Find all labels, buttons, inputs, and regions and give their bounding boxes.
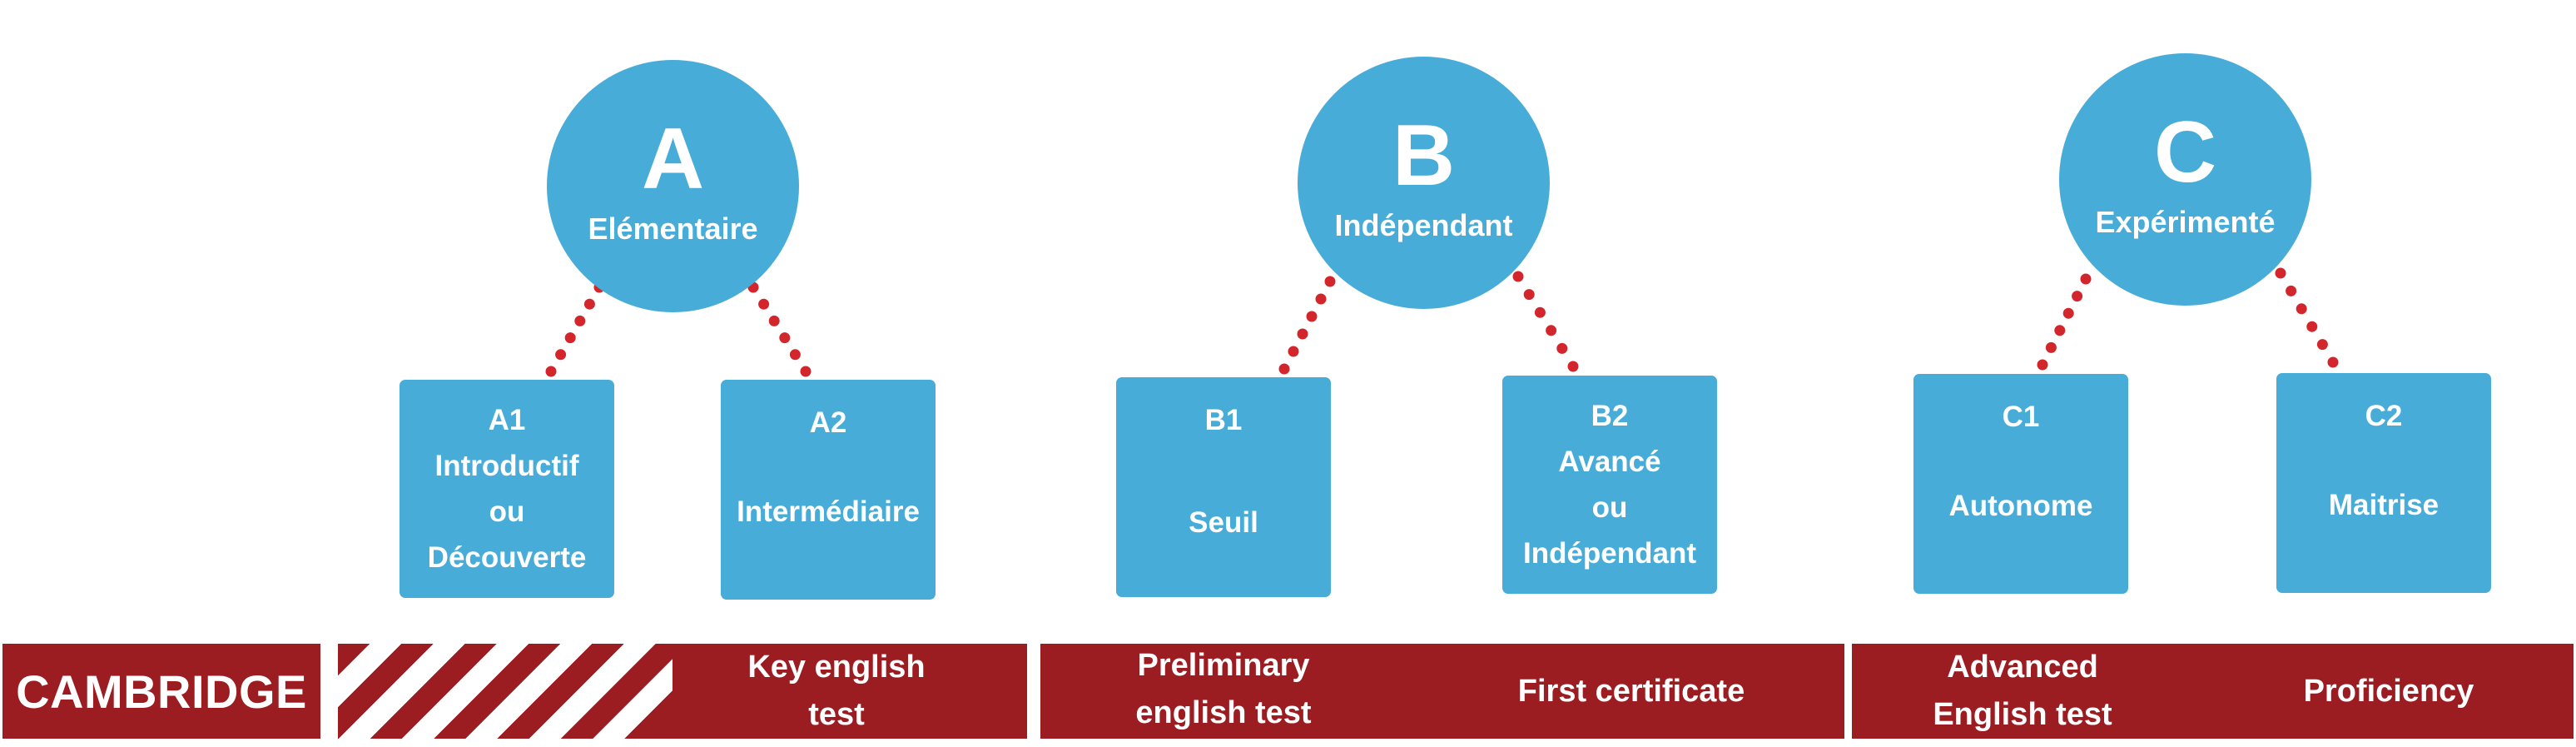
level-a-circle: A Elémentaire xyxy=(547,60,799,312)
cambridge-label-band: CAMBRIDGE xyxy=(2,644,320,739)
connector-dot-c-c1 xyxy=(2037,359,2048,371)
sublevel-b2-code: B2 xyxy=(1591,400,1629,432)
level-c-circle: C Expérimenté xyxy=(2059,53,2311,306)
connector-dot-b-b2 xyxy=(1523,289,1535,301)
connector-dot-a-a1 xyxy=(555,349,567,361)
connector-dot-c-c1 xyxy=(2054,325,2066,336)
sublevel-a2-name: Intermédiaire xyxy=(737,496,920,528)
level-a-letter: A xyxy=(641,110,705,207)
sublevel-c1-box: C1 Autonome xyxy=(1913,374,2128,594)
sublevel-c2-code: C2 xyxy=(2365,400,2403,432)
level-b-circle: B Indépendant xyxy=(1298,57,1550,309)
connector-dot-c-c1 xyxy=(2062,307,2074,319)
sublevel-c2-box: C2 Maitrise xyxy=(2276,373,2491,593)
sublevel-a1-code: A1 xyxy=(488,404,526,436)
cambridge-label: CAMBRIDGE xyxy=(16,665,307,718)
connector-dot-a-a1 xyxy=(583,298,595,310)
connector-dot-a-a1 xyxy=(545,366,557,377)
level-b-name: Indépendant xyxy=(1334,207,1513,242)
connector-dot-b-b1 xyxy=(1315,293,1327,305)
connector-dot-a-a2 xyxy=(768,315,780,326)
level-b-letter: B xyxy=(1392,107,1456,204)
sublevel-b2-box: B2 Avancé ou Indépendant xyxy=(1502,376,1717,594)
connector-dot-a-a2 xyxy=(758,298,770,310)
sublevel-a2-box: A2 Intermédiaire xyxy=(721,380,936,600)
sublevel-b1-code: B1 xyxy=(1204,404,1243,436)
sublevel-b1-name: Seuil xyxy=(1189,506,1258,539)
exam-cpe: Proficiency xyxy=(2303,674,2474,709)
exam-cae: Advanced English test xyxy=(1906,644,2139,739)
exam-cae-line-1: Advanced xyxy=(1947,650,2098,685)
sublevel-c2-name: Maitrise xyxy=(2328,489,2440,521)
sublevel-a1-line-3: Découverte xyxy=(427,541,587,574)
connector-dot-c-c2 xyxy=(2286,285,2297,296)
connector-dot-c-c2 xyxy=(2275,267,2286,279)
connector-dot-b-b2 xyxy=(1534,306,1546,318)
sublevel-b2-line-3: Indépendant xyxy=(1522,537,1697,570)
sublevel-b2-line-2: ou xyxy=(1591,491,1628,524)
connector-dot-c-c1 xyxy=(2045,341,2057,353)
exam-pet: Preliminary english test xyxy=(1099,642,1348,737)
exam-fce: First certificate xyxy=(1517,674,1745,709)
connector-dot-b-b1 xyxy=(1278,363,1290,375)
sublevel-b1-box: B1 Seuil xyxy=(1116,377,1331,597)
connector-dot-c-c2 xyxy=(2316,339,2328,351)
connector-dot-a-a2 xyxy=(789,349,801,361)
connector-dot-b-b1 xyxy=(1288,346,1299,357)
connector-dot-b-b1 xyxy=(1306,311,1318,322)
sublevel-c1-code: C1 xyxy=(2002,401,2040,433)
connector-dot-c-c2 xyxy=(2327,356,2339,368)
connector-dot-c-c1 xyxy=(2072,291,2083,302)
band-segment-c xyxy=(1852,644,2574,739)
connector-dot-b-b2 xyxy=(1556,342,1568,354)
connector-dot-b-b1 xyxy=(1297,328,1308,340)
connector-dot-a-a1 xyxy=(564,332,576,344)
connector-dot-a-a1 xyxy=(574,315,586,326)
exam-ket: Key english test xyxy=(724,644,949,739)
connector-dot-c-c2 xyxy=(2306,321,2318,332)
level-c-letter: C xyxy=(2153,103,2217,201)
sublevel-a1-line-1: Introductif xyxy=(434,450,579,482)
connector-dot-c-c2 xyxy=(2296,303,2307,315)
sublevel-a1-line-2: ou xyxy=(489,496,525,528)
connector-dot-c-c1 xyxy=(2080,273,2092,285)
exam-pet-line-1: Preliminary xyxy=(1137,648,1310,683)
level-a-name: Elémentaire xyxy=(588,211,758,246)
band-segment-b xyxy=(1040,644,1844,739)
connector-dot-b-b2 xyxy=(1567,361,1579,372)
connector-dot-b-b2 xyxy=(1512,271,1524,282)
connector-dot-a-a2 xyxy=(779,332,791,344)
sublevel-c1-name: Autonome xyxy=(1948,490,2093,522)
striped-pattern xyxy=(338,644,673,739)
connector-dot-b-b1 xyxy=(1324,276,1336,287)
exam-pet-line-2: english test xyxy=(1135,695,1312,730)
connector-dot-a-a2 xyxy=(800,366,812,377)
sublevel-a1-box: A1 Introductif ou Découverte xyxy=(400,380,614,598)
level-c-name: Expérimenté xyxy=(2095,204,2276,239)
exam-ket-line-2: test xyxy=(808,697,865,732)
sublevel-b2-line-1: Avancé xyxy=(1558,446,1661,478)
exam-cae-line-2: English test xyxy=(1933,697,2112,732)
connector-dot-b-b2 xyxy=(1546,325,1557,336)
exam-ket-line-1: Key english xyxy=(747,650,926,685)
sublevel-a2-code: A2 xyxy=(809,406,847,439)
